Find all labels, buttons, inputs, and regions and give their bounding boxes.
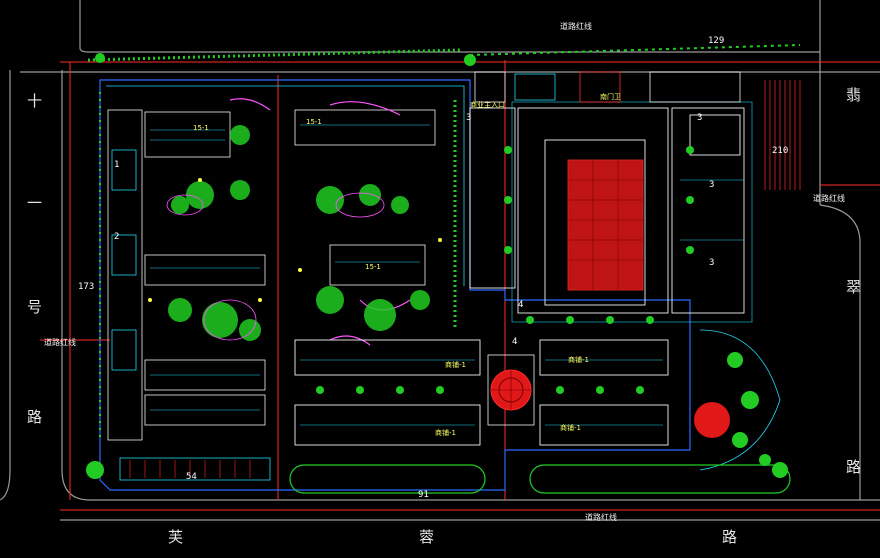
floor-label-4b: 4 — [512, 337, 518, 347]
label-shop-3: 商铺-1 — [568, 356, 589, 364]
road-label-east-2: 翠 — [846, 278, 862, 296]
road-label-west-4: 路 — [27, 408, 43, 426]
dim-bottom: 54 — [186, 472, 197, 482]
label-block-a: 15-1 — [193, 124, 209, 132]
callout-south-boundary: 道路红线 — [585, 513, 617, 522]
label-shop-1: 商铺-1 — [445, 361, 466, 369]
callout-west-boundary: 道路红线 — [44, 338, 76, 347]
east-corner-garden — [694, 80, 801, 471]
dim-right: 210 — [772, 146, 789, 156]
road-label-east-3: 路 — [846, 458, 862, 476]
label-shop-4: 商铺-1 — [560, 424, 581, 432]
red-boundary-lines — [40, 60, 880, 511]
label-north-gate: 南门卫 — [600, 93, 621, 101]
road-label-west-1: 十 — [27, 92, 43, 110]
residential-blocks — [107, 98, 436, 441]
road-label-west-2: 一 — [27, 194, 43, 212]
landscape-gardens — [148, 125, 442, 341]
shop-buildings — [294, 339, 669, 446]
road-label-east-1: 翡 — [846, 86, 862, 104]
road-label-west-3: 号 — [27, 298, 43, 316]
dim-top: 129 — [708, 36, 725, 46]
south-parking — [86, 53, 791, 494]
floor-label-2: 2 — [114, 232, 120, 242]
dim-bottom-2: 91 — [418, 490, 429, 500]
dim-left: 173 — [78, 282, 95, 292]
roof-plaza — [567, 159, 644, 291]
north-gate-structures — [474, 71, 741, 103]
floor-label-3c: 3 — [709, 180, 715, 190]
label-block-b: 15-1 — [306, 118, 322, 126]
label-shop-2: 商铺-1 — [435, 429, 456, 437]
road-label-south-3: 路 — [722, 528, 738, 546]
site-boundary — [87, 44, 801, 491]
label-block-c: 15-1 — [365, 263, 381, 271]
callout-north-boundary: 道路红线 — [560, 22, 592, 31]
callout-east-boundary: 道路红线 — [813, 194, 845, 203]
label-entry-plaza: 商业主入口 — [470, 101, 505, 109]
floor-label-3b: 3 — [697, 113, 703, 123]
road-label-south-1: 芙 — [168, 528, 184, 546]
commercial-complex — [469, 101, 753, 324]
floor-label-4a: 4 — [518, 300, 524, 310]
floor-label-3d: 3 — [709, 258, 715, 268]
round-plaza — [487, 354, 535, 426]
road-label-south-2: 蓉 — [419, 528, 435, 546]
floor-label-1: 1 — [114, 160, 120, 170]
floor-label-3a: 3 — [466, 113, 472, 123]
